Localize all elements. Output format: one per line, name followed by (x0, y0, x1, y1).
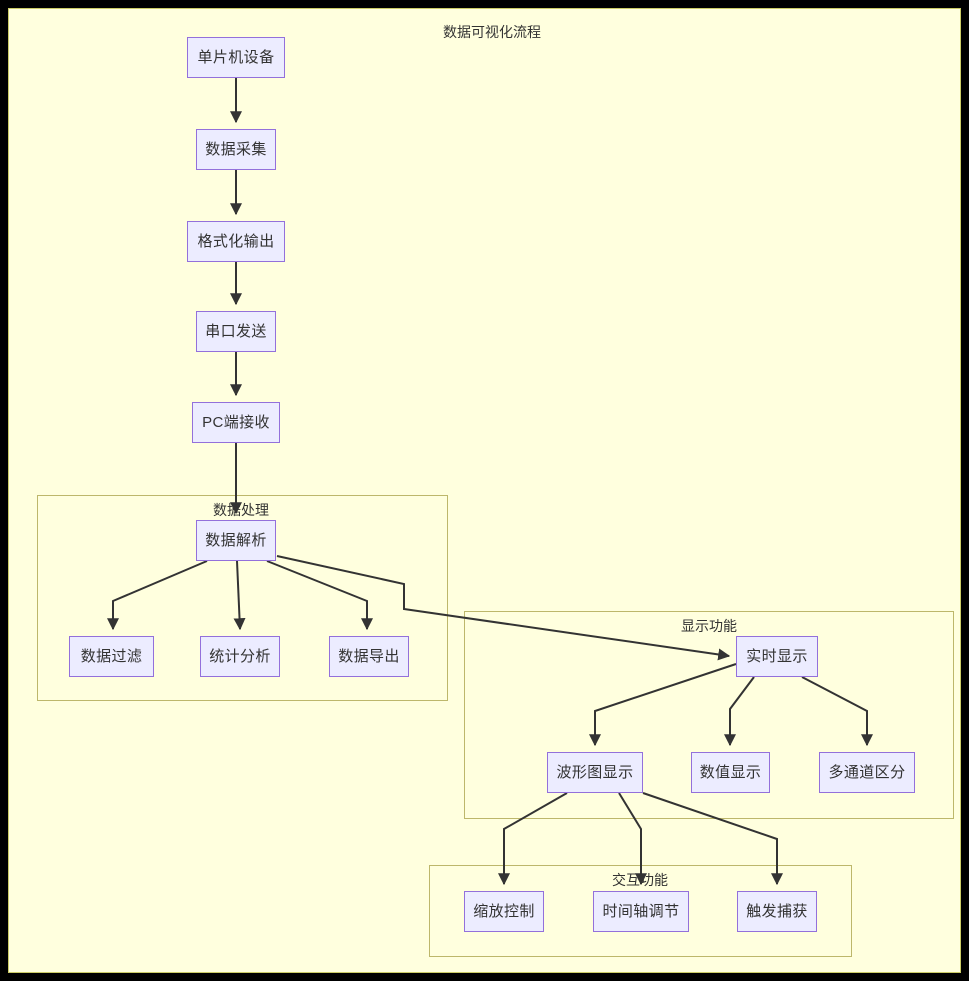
node-export[interactable]: 数据导出 (329, 636, 409, 677)
node-zoomctl[interactable]: 缩放控制 (464, 891, 544, 932)
node-filter[interactable]: 数据过滤 (69, 636, 154, 677)
cluster-label-data-processing: 数据处理 (213, 502, 269, 518)
diagram-canvas: 数据处理 显示功能 交互功能 单片机设备 数据采集 格式化输出 串口发送 PC端… (8, 8, 961, 973)
cluster-label-display-features: 显示功能 (681, 618, 737, 634)
node-multich[interactable]: 多通道区分 (819, 752, 915, 793)
node-serial[interactable]: 串口发送 (196, 311, 276, 352)
node-parse[interactable]: 数据解析 (196, 520, 276, 561)
cluster-label-interaction: 交互功能 (612, 872, 668, 888)
node-timeaxis[interactable]: 时间轴调节 (593, 891, 689, 932)
node-pcrecv[interactable]: PC端接收 (192, 402, 280, 443)
node-waveform[interactable]: 波形图显示 (547, 752, 643, 793)
node-mcu[interactable]: 单片机设备 (187, 37, 285, 78)
node-numeric[interactable]: 数值显示 (691, 752, 770, 793)
diagram-title: 数据可视化流程 (443, 24, 541, 40)
node-realtime[interactable]: 实时显示 (736, 636, 818, 677)
edge-layer (107, 78, 873, 886)
node-trigger[interactable]: 触发捕获 (737, 891, 817, 932)
node-format[interactable]: 格式化输出 (187, 221, 285, 262)
node-acquire[interactable]: 数据采集 (196, 129, 276, 170)
node-stats[interactable]: 统计分析 (200, 636, 280, 677)
